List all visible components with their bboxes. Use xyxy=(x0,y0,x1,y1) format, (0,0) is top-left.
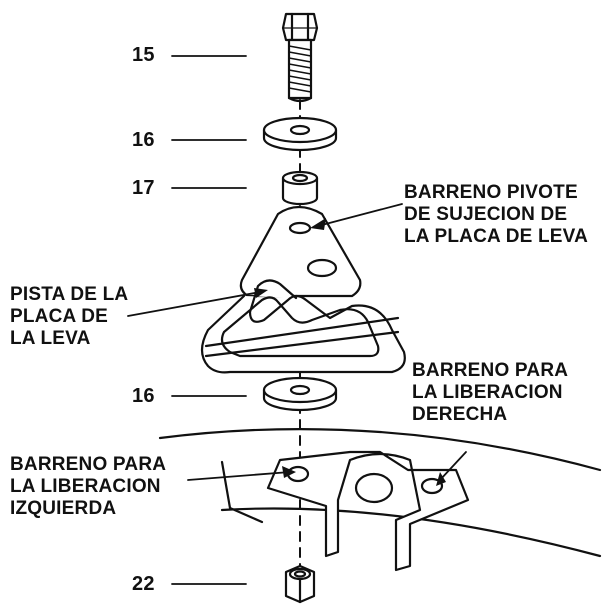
callout-22: 22 xyxy=(132,573,155,595)
bolt-part xyxy=(281,12,319,103)
callout-17: 17 xyxy=(132,177,155,199)
callout-16-bottom: 16 xyxy=(132,385,155,407)
leader-lines xyxy=(127,55,467,585)
label-right-release-hole: BARRENO PARA LA LIBERACION DERECHA xyxy=(412,360,569,425)
label-pivot-hole: BARRENO PIVOTE DE SUJECION DE LA PLACA D… xyxy=(404,182,589,247)
washer-top-part xyxy=(262,116,338,152)
callout-16-top: 16 xyxy=(132,129,155,151)
nut-part xyxy=(284,564,316,604)
washer-bottom-part xyxy=(262,376,338,412)
callout-15: 15 xyxy=(132,44,155,66)
cam-plate-part xyxy=(200,205,406,374)
leader-arrowheads xyxy=(254,218,446,486)
spacer-part xyxy=(281,170,319,206)
label-left-release-hole: BARRENO PARA LA LIBERACION IZQUIERDA xyxy=(10,454,167,519)
base-housing-part xyxy=(158,427,602,572)
label-cam-track: PISTA DE LA PLACA DE LA LEVA xyxy=(10,284,129,349)
